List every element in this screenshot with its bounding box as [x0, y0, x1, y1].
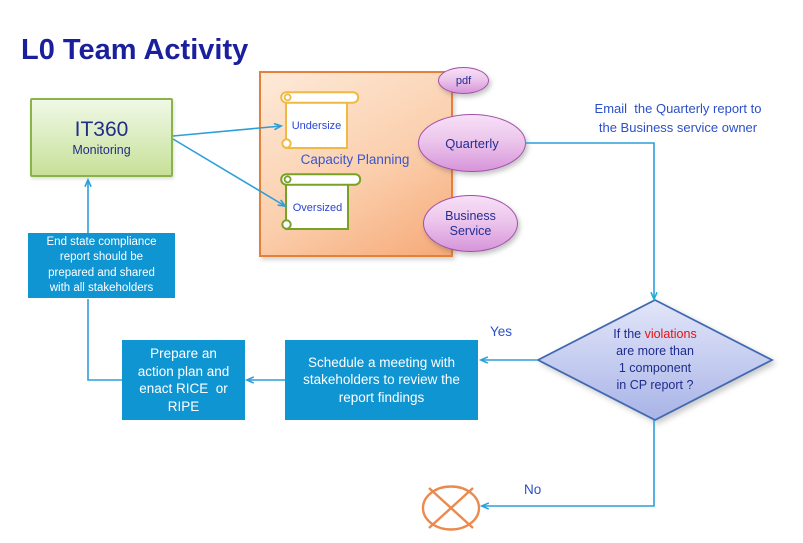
page-title: L0 Team Activity [21, 34, 249, 66]
capacity-planning-label: Capacity Planning [300, 152, 410, 167]
it360-monitoring-node: IT360 Monitoring [30, 98, 173, 177]
it360-subtitle: Monitoring [72, 142, 131, 157]
decision-diamond [536, 298, 774, 422]
end-state-compliance-box: End state compliance report should be pr… [28, 233, 175, 298]
it360-title: IT360 [74, 117, 129, 141]
no-label: No [524, 482, 542, 497]
pdf-label: pdf [455, 74, 472, 87]
business-service-label: Business Service [445, 208, 496, 238]
schedule-meeting-box: Schedule a meeting with stakeholders to … [285, 340, 478, 420]
decision-text: If the violations are more than 1 compon… [555, 322, 755, 398]
arrow-quarterly-to-decision [525, 142, 658, 302]
decision-diamond-shape [536, 298, 774, 422]
quarterly-ellipse: Quarterly [418, 114, 526, 172]
yes-label: Yes [490, 324, 513, 339]
business-service-ellipse: Business Service [423, 195, 518, 252]
end-terminator-icon [421, 485, 481, 531]
pdf-ellipse: pdf [438, 67, 489, 94]
arrow-decision-no-to-terminator [479, 420, 655, 510]
prepare-action-plan-box: Prepare an action plan and enact RICE or… [122, 340, 245, 420]
email-note: Email the Quarterly report to the Busine… [594, 101, 762, 135]
decision-text-rest: are more than 1 component in CP report ? [616, 343, 694, 393]
line-prepare-to-endstate [87, 299, 122, 381]
decision-text-prefix: If the [613, 326, 645, 341]
quarterly-label: Quarterly [445, 135, 499, 151]
decision-violations-highlight: violations [644, 326, 697, 341]
